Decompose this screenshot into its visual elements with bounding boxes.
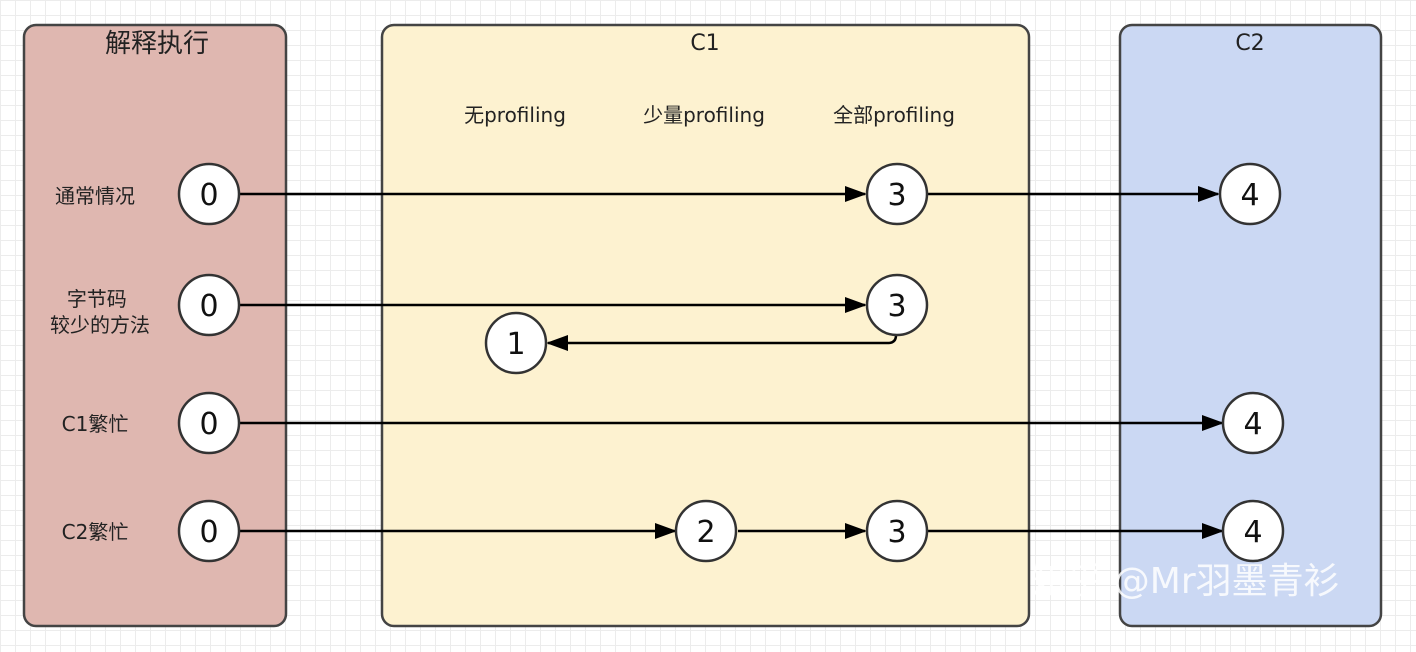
- svg-text:0: 0: [199, 515, 218, 550]
- node-row4-level3: 3: [865, 499, 929, 563]
- node-row1-level3: 3: [865, 162, 929, 226]
- panel-c1: C1: [380, 23, 1031, 628]
- svg-text:4: 4: [1243, 407, 1262, 442]
- svg-text:4: 4: [1243, 515, 1262, 550]
- panel-c1-title: C1: [690, 31, 719, 56]
- panel-c1-box: [380, 23, 1031, 628]
- svg-text:3: 3: [887, 289, 906, 324]
- panel-interpret-title: 解释执行: [105, 29, 209, 59]
- node-row1-level4: 4: [1218, 162, 1282, 226]
- node-row3-level4: 4: [1221, 391, 1285, 455]
- node-row4-level4: 4: [1221, 499, 1285, 563]
- edges: [240, 186, 1224, 539]
- node-row1-level0: 0: [177, 162, 241, 226]
- node-row2-level3: 3: [865, 273, 929, 337]
- node-row2-level0: 0: [177, 273, 241, 337]
- svg-text:0: 0: [199, 289, 218, 324]
- panel-c2-box: [1118, 23, 1383, 628]
- node-row4-level0: 0: [177, 499, 241, 563]
- svg-text:0: 0: [199, 178, 218, 213]
- svg-text:4: 4: [1240, 178, 1259, 213]
- watermark: 知乎 @Mr羽墨青衫: [1030, 561, 1339, 602]
- row-label-small-bytecode: 字节码 较少的方法: [50, 287, 150, 337]
- edge-row2-3-to-1: [546, 334, 898, 351]
- row-label-c1-busy: C1繁忙: [62, 412, 129, 436]
- svg-text:1: 1: [506, 327, 525, 362]
- svg-text:2: 2: [696, 515, 715, 550]
- svg-text:0: 0: [199, 407, 218, 442]
- panel-c2: C2: [1118, 23, 1383, 628]
- node-row2-level1: 1: [484, 311, 548, 375]
- node-row3-level0: 0: [177, 391, 241, 455]
- row-label-normal: 通常情况: [55, 184, 135, 208]
- panel-c2-title: C2: [1235, 31, 1264, 56]
- c1-column-label-no-profiling: 无profiling: [464, 103, 566, 127]
- svg-text:3: 3: [887, 178, 906, 213]
- row-label-c2-busy: C2繁忙: [62, 520, 129, 544]
- c1-column-label-light-profiling: 少量profiling: [643, 103, 765, 127]
- svg-text:3: 3: [887, 515, 906, 550]
- node-row4-level2: 2: [674, 499, 738, 563]
- c1-column-label-full-profiling: 全部profiling: [833, 103, 955, 127]
